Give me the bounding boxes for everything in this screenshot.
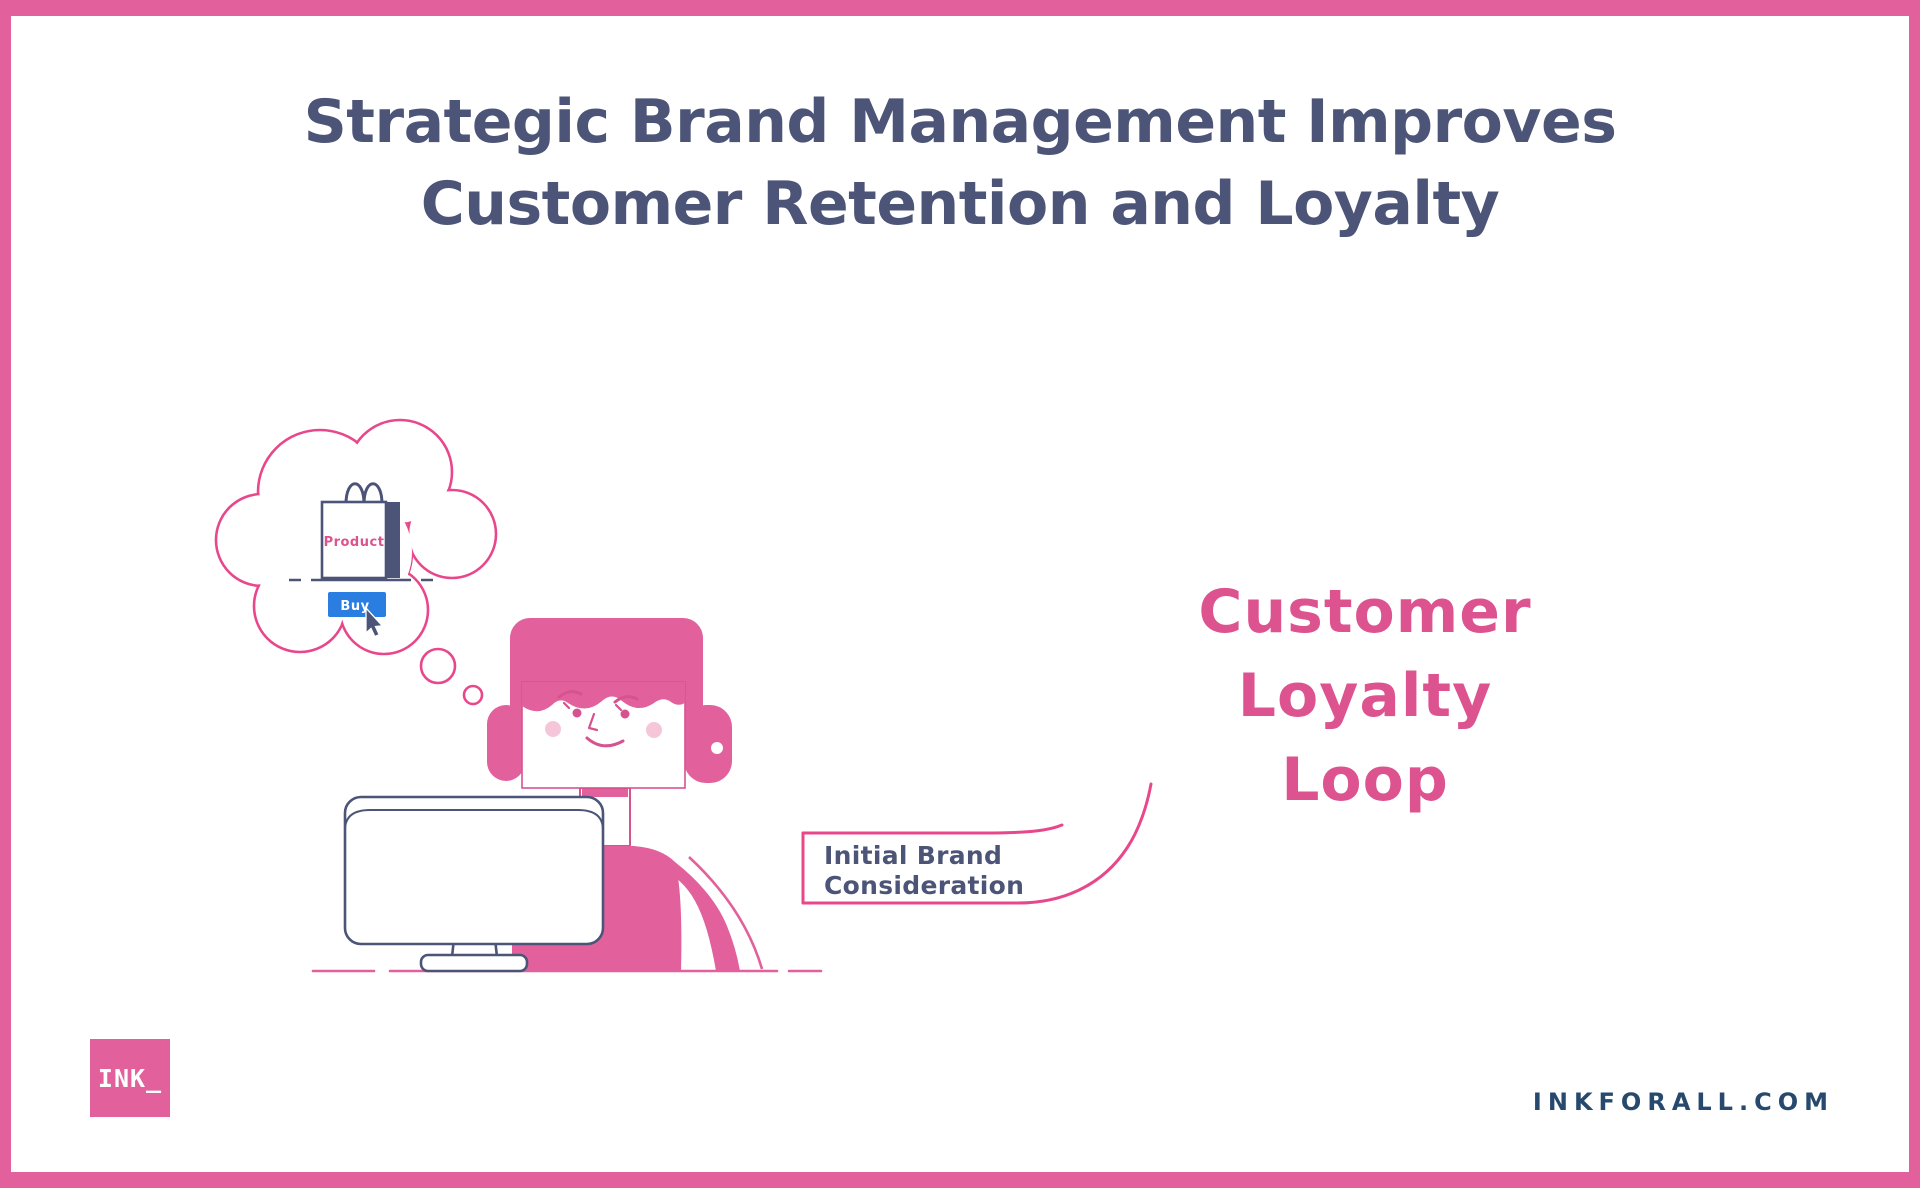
buy-button-illustration: Buy [328, 592, 386, 638]
computer-monitor [343, 795, 605, 973]
ink-logo-text: INK_ [97, 1063, 163, 1093]
loop-center-title: Customer Loyalty Loop [1198, 577, 1531, 815]
left-eyebrow [557, 690, 583, 699]
shopping-bag-icon: Product [289, 482, 433, 582]
nose [587, 712, 599, 732]
monitor-screen [343, 795, 605, 946]
right-eyebrow [613, 695, 639, 704]
thought-bubble: Product Buy [214, 418, 498, 706]
title-line-2: Customer Retention and Loyalty [420, 168, 1500, 239]
monitor-base [419, 953, 529, 973]
ink-logo: INK_ [90, 1039, 170, 1117]
buy-label: Buy [340, 599, 369, 614]
website-url: INKFORALL.COM [1532, 1088, 1834, 1116]
center-title-line-3: Loop [1281, 745, 1449, 815]
callout-line-2: Consideration [824, 871, 1024, 900]
callout-line-1: Initial Brand [824, 841, 1002, 870]
page-title: Strategic Brand Management Improves Cust… [0, 82, 1920, 245]
center-title-line-1: Customer [1198, 577, 1531, 647]
cursor-icon [365, 606, 384, 638]
initial-brand-consideration-channel: Initial Brand Consideration [801, 782, 1156, 905]
title-line-1: Strategic Brand Management Improves [303, 87, 1617, 157]
product-label: Product [324, 535, 385, 550]
left-cheek [545, 721, 561, 737]
arm [669, 862, 740, 971]
smile [585, 736, 625, 748]
bangs [522, 682, 685, 712]
right-cheek [646, 722, 662, 738]
right-eye [620, 709, 630, 719]
left-eye [572, 708, 582, 718]
center-title-line-2: Loyalty [1238, 661, 1492, 731]
